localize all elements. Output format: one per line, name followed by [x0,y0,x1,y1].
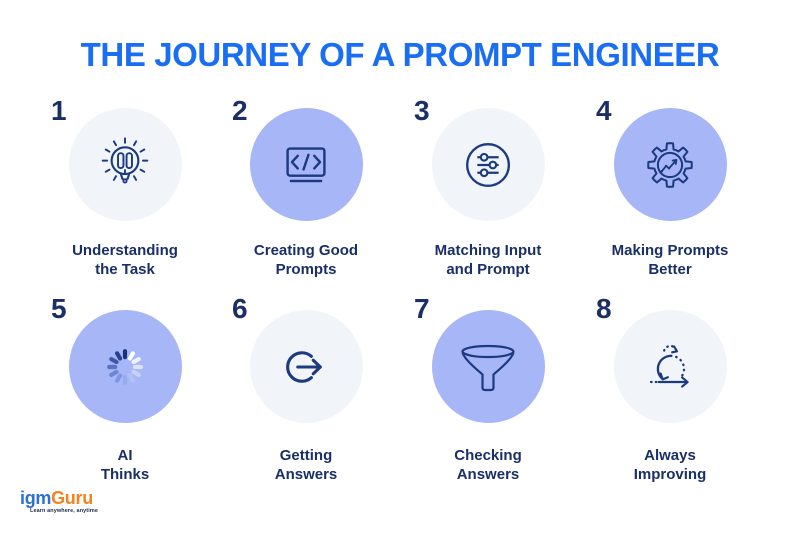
step-number: 3 [414,95,430,126]
step-label: Checking Answers [454,447,522,483]
sliders-icon [466,142,510,187]
step-number: 2 [232,95,248,126]
spinner-icon [107,348,143,385]
step-7: 7 Checking Answers [398,293,578,485]
page-title: THE JOURNEY OF A PROMPT ENGINEER [80,36,720,73]
arrow-out-icon [286,350,322,383]
bulb-brain-icon [101,136,149,183]
step-1: 1 Understanding the Task [35,95,215,280]
step-6: 6 Getting Answers [216,293,396,485]
step-label: Making Prompts Better [611,242,729,278]
step-circle [613,108,727,221]
agile-loop-icon [649,344,689,388]
step-circle [249,310,363,423]
step-2: 2 Creating Good Prompts [216,95,396,280]
step-label: Understanding the Task [72,242,178,278]
step-number: 5 [51,293,67,324]
step-4: 4 Making Prompts Better [580,95,760,280]
step-circle [68,310,182,423]
step-label: Always Improving [633,447,707,483]
logo-text-igm: igm [20,488,52,508]
step-3: 3 Matching Input and Prompt [398,95,578,280]
step-label: Matching Input and Prompt [434,242,542,278]
step-8: 8 Always Improving [580,293,760,485]
step-label: AI Thinks [100,447,150,483]
step-circle [613,310,727,423]
step-number: 6 [232,293,248,324]
step-circle [431,108,545,221]
step-number: 4 [596,95,612,126]
step-number: 8 [596,293,612,324]
step-5: 5 AI Thinks [35,293,215,485]
funnel-icon [461,344,515,391]
igmguru-logo: igmGuru Learn anywhere, anytime [20,489,98,515]
step-label: Creating Good Prompts [253,242,359,278]
step-circle [431,310,545,423]
step-label: Getting Answers [274,447,338,483]
step-number: 7 [414,293,430,324]
logo-tagline: Learn anywhere, anytime [30,508,99,514]
logo-text-guru: Guru [51,488,93,508]
gear-chart-icon [647,141,693,188]
step-number: 1 [51,95,67,126]
step-circle [68,108,182,221]
step-circle [249,108,363,221]
code-screen-icon [286,146,326,182]
logo-wordmark: igmGuru [20,489,98,507]
